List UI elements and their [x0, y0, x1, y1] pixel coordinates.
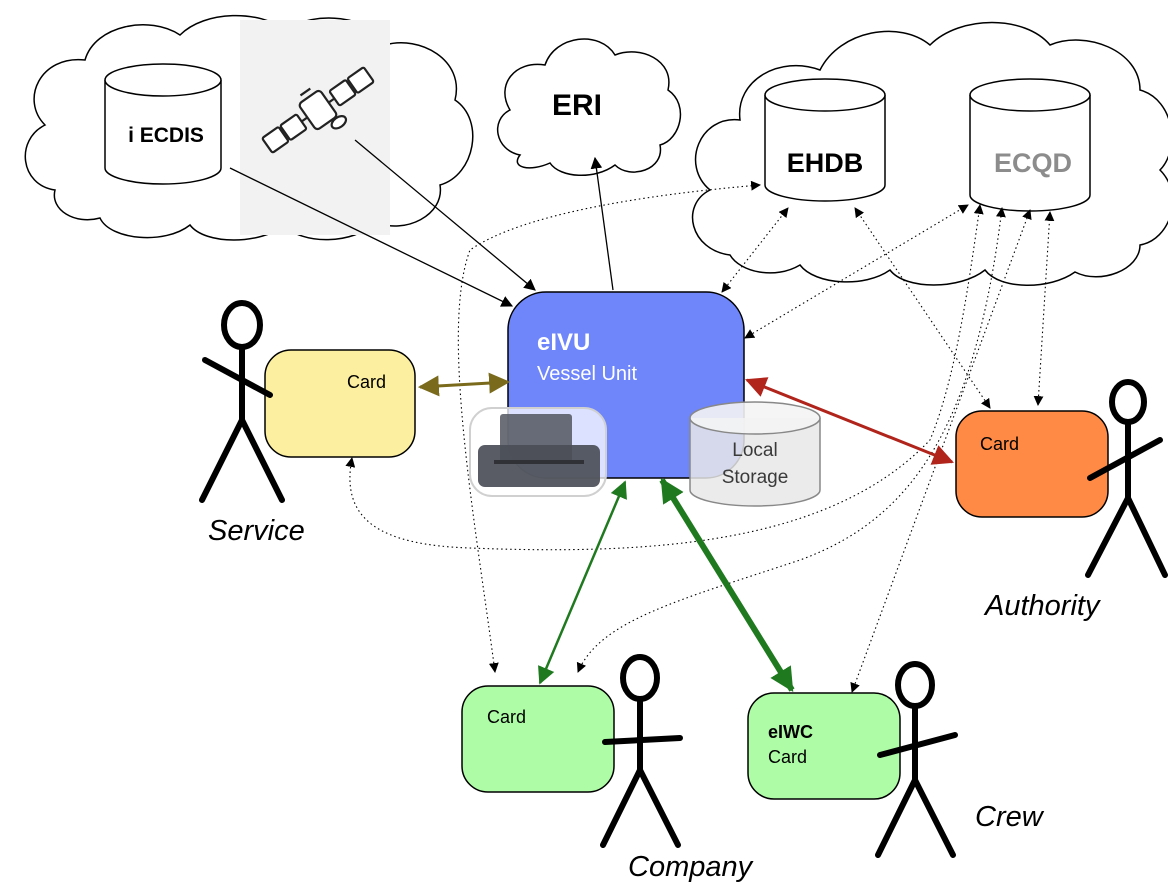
actor-label-service: Service	[208, 515, 305, 547]
stick-figure-icon-service	[199, 300, 285, 503]
authority-card: Card	[955, 410, 1109, 518]
stick-figure-icon-authority	[1085, 379, 1168, 578]
cloud-databases	[691, 21, 1168, 286]
actor-label-crew: Crew	[975, 801, 1045, 833]
database-ehdb: EHDB	[764, 78, 886, 202]
authority-card-label: Card	[980, 434, 1019, 454]
crew-card: eIWC Card	[747, 692, 901, 800]
arrow-eivu-company	[538, 480, 627, 685]
arrow-eivu-to-eri	[590, 156, 614, 291]
vessel-unit-subtitle: Vessel Unit	[537, 363, 637, 385]
storage-label-line1: Local	[732, 440, 777, 461]
service-card: Card	[264, 349, 416, 458]
crew-card-label-line2: Card	[768, 747, 807, 767]
service-card-label: Card	[347, 372, 386, 392]
dotted-service-ecqd	[345, 204, 984, 551]
database-ecdis: i ECDIS	[104, 63, 222, 185]
ehdb-label: EHDB	[787, 148, 864, 178]
actor-label-company: Company	[628, 851, 754, 883]
crew-card-label-line1: eIWC	[768, 722, 813, 742]
vessel-unit-title: eIVU	[537, 329, 590, 356]
printer-icon	[469, 407, 607, 497]
arrow-eivu-authority	[745, 377, 954, 465]
company-card-label: Card	[487, 707, 526, 727]
satellite-image	[240, 20, 390, 235]
company-card: Card	[461, 685, 615, 793]
satellite-icon	[261, 66, 375, 154]
cloud-eri	[496, 38, 682, 177]
eri-label: ERI	[552, 89, 602, 122]
arrow-service-eivu	[417, 372, 511, 397]
stick-figure-icon-crew	[875, 661, 958, 858]
ecdis-label: i ECDIS	[128, 124, 204, 147]
actor-label-authority: Authority	[983, 590, 1101, 622]
database-ecqd: ECQD	[969, 78, 1091, 212]
ecqd-label: ECQD	[994, 148, 1072, 178]
stick-figure-icon-company	[600, 654, 683, 848]
local-storage-database: Local Storage	[689, 401, 821, 507]
storage-label-line2: Storage	[722, 467, 789, 488]
arrow-eivu-crew	[659, 477, 795, 693]
dotted-authority-ecqd	[1033, 211, 1055, 406]
